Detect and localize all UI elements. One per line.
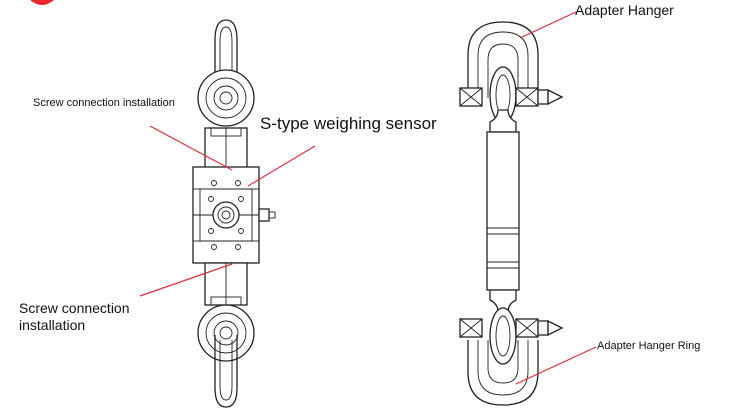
top-shackle [214, 19, 238, 100]
label-screw-connection-top: Screw connection installation [33, 97, 175, 109]
leader-sensor [247, 145, 316, 187]
label-screw-connection-bottom: Screw connection installation [19, 300, 130, 333]
bottom-shackle [214, 335, 238, 408]
leader-screw-top [149, 125, 233, 171]
adapter-hanger-assembly [459, 21, 564, 406]
leader-screw-bottom [139, 263, 233, 297]
cable-connector [258, 208, 270, 222]
red-logo-icon [30, 0, 54, 5]
top-pin [459, 87, 564, 107]
label-adapter-hanger-ring: Adapter Hanger Ring [597, 340, 701, 352]
label-s-type-sensor: S-type weighing sensor [260, 114, 437, 133]
central-rod [486, 131, 520, 291]
s-type-sensor-assembly [192, 19, 276, 408]
neck-top [489, 109, 517, 133]
leader-hanger-ring [515, 346, 597, 385]
bottom-hanger-loop [467, 340, 539, 406]
label-adapter-hanger: Adapter Hanger [575, 2, 674, 18]
bottom-pin [459, 318, 564, 338]
top-hanger-loop [467, 21, 539, 98]
leader-hanger [519, 11, 577, 39]
